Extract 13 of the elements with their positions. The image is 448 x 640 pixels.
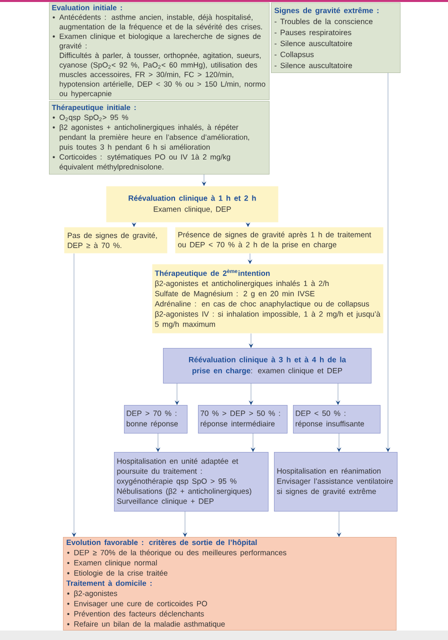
step-box	[198, 405, 288, 434]
step-box	[175, 227, 384, 254]
info-box	[63, 537, 396, 630]
step-box	[274, 452, 398, 512]
info-box	[49, 101, 270, 174]
step-box	[64, 227, 168, 254]
step-box	[293, 405, 380, 434]
step-box	[114, 452, 268, 512]
step-box	[163, 348, 372, 384]
step-box	[124, 405, 188, 434]
info-box	[271, 2, 400, 73]
step-box	[152, 264, 384, 334]
step-box	[106, 186, 278, 222]
